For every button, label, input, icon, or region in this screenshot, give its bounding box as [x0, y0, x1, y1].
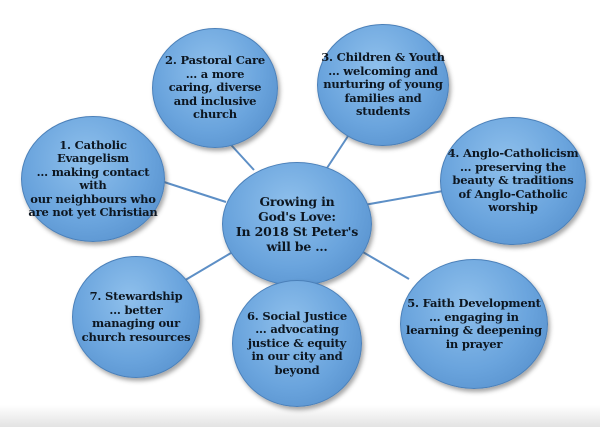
node-center-growing-in-gods-love: Growing in God's Love: In 2018 St Peter'… [222, 162, 372, 286]
connector-stewardship [181, 249, 237, 283]
node-anglo-catholicism-text: 4. Anglo-Catholicism … preserving the be… [447, 146, 579, 215]
node-children-youth: 3. Children & Youth … welcoming and nurt… [317, 24, 449, 146]
node-pastoral-care: 2. Pastoral Care … a more caring, divers… [152, 28, 278, 148]
node-faith-development-text: 5. Faith Development … engaging in learn… [406, 296, 542, 351]
node-social-justice: 6. Social Justice … advocating justice &… [232, 280, 362, 407]
node-stewardship: 7. Stewardship … better managing our chu… [72, 256, 200, 378]
connector-faith-development [355, 247, 410, 280]
node-anglo-catholicism: 4. Anglo-Catholicism … preserving the be… [440, 117, 586, 245]
connector-catholic-evangelism [163, 181, 227, 203]
node-catholic-evangelism-text: 1. Catholic Evangelism … making contact … [28, 137, 158, 219]
node-stewardship-text: 7. Stewardship … better managing our chu… [81, 289, 191, 344]
node-children-youth-text: 3. Children & Youth … welcoming and nurt… [321, 50, 445, 119]
node-faith-development: 5. Faith Development … engaging in learn… [400, 259, 548, 389]
floor-shadow [0, 405, 600, 427]
node-catholic-evangelism: 1. Catholic Evangelism … making contact … [21, 116, 165, 242]
center-text: Growing in God's Love: In 2018 St Peter'… [235, 194, 359, 254]
connector-anglo-catholicism [363, 190, 444, 206]
node-social-justice-text: 6. Social Justice … advocating justice &… [246, 308, 348, 377]
node-pastoral-care-text: 2. Pastoral Care … a more caring, divers… [165, 53, 265, 122]
